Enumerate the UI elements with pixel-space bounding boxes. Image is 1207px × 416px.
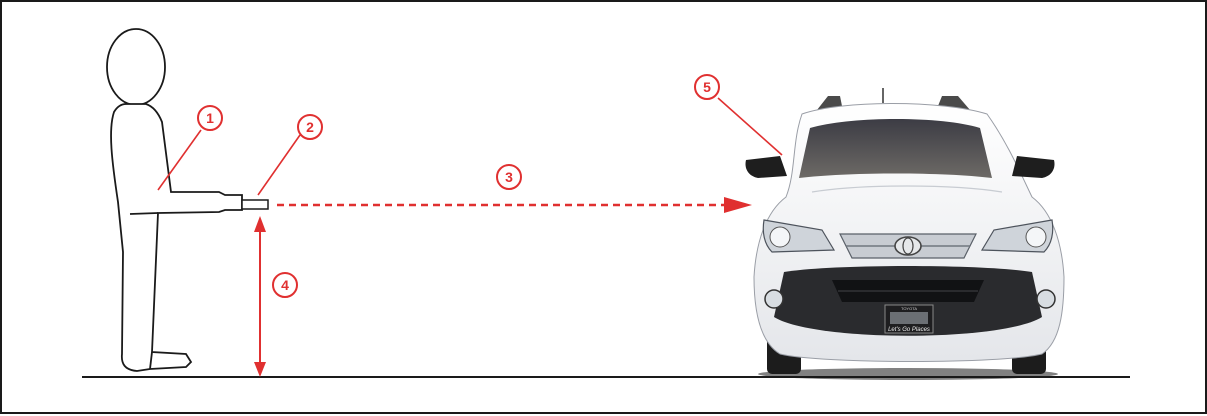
vehicle-license-plate-inner — [890, 312, 928, 324]
signal-arrowhead — [724, 197, 752, 213]
callout-3-label: 3 — [505, 169, 513, 185]
vehicle-plate-text: Let's Go Places — [888, 327, 930, 333]
vehicle-mirror-left — [746, 156, 788, 178]
vehicle-windshield — [799, 119, 992, 178]
vehicle-headlight-right-lens — [1026, 227, 1046, 247]
vehicle-mirror-right — [1012, 156, 1055, 178]
callout-4: 4 — [273, 273, 297, 297]
vehicle-plate-brand: TOYOTA — [901, 306, 917, 311]
vehicle-foglight-right — [1037, 290, 1055, 308]
person-figure — [107, 29, 242, 371]
callout-1-label: 1 — [206, 110, 214, 126]
callout-1: 1 — [198, 106, 222, 130]
vehicle-foglight-left — [765, 290, 783, 308]
callout-5-label: 5 — [703, 79, 711, 95]
vehicle-emblem — [895, 237, 921, 255]
callout-3: 3 — [497, 165, 521, 189]
callout-2: 2 — [298, 115, 322, 139]
person-arm-inner — [130, 213, 158, 214]
vehicle-headlight-left-lens — [770, 227, 790, 247]
remote-device — [242, 200, 268, 209]
vehicle-image: TOYOTA Let's Go Places — [746, 88, 1065, 380]
callout-2-label: 2 — [306, 119, 314, 135]
leader-line-2 — [258, 135, 300, 195]
height-arrow-top — [254, 216, 266, 232]
callout-5: 5 — [695, 75, 719, 99]
leader-line-5 — [718, 98, 782, 155]
person-head — [107, 29, 165, 105]
height-arrow-bottom — [254, 362, 266, 377]
callout-4-label: 4 — [281, 277, 289, 293]
person-body — [111, 104, 242, 371]
